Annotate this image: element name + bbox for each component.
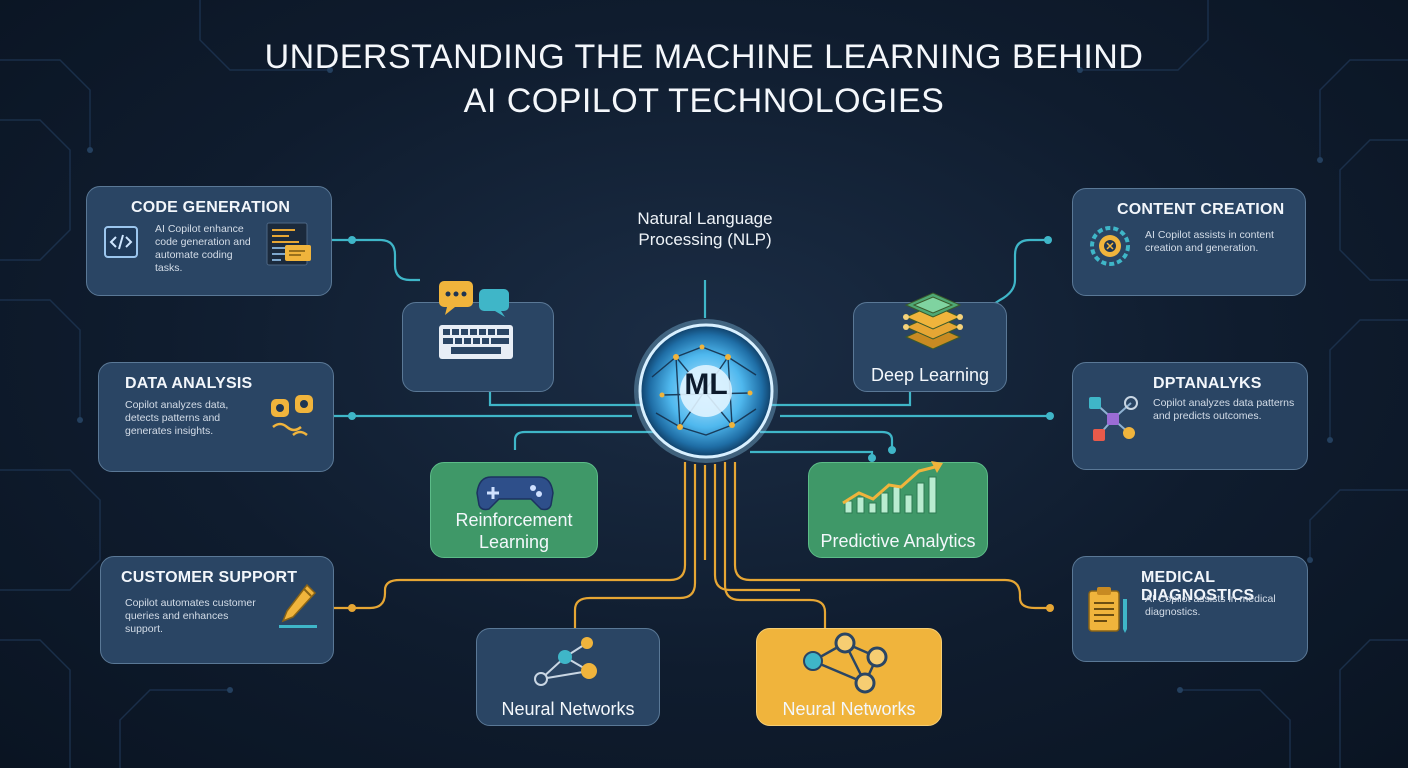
card-description: AI Copilot assists in medical diagnostic… <box>1145 593 1276 618</box>
card-title: DPTANALYKS <box>1153 375 1262 392</box>
node-predictive-analytics[interactable]: Predictive Analytics <box>808 461 988 558</box>
neural-graph-icon <box>534 637 597 686</box>
node-neural-networks-yellow[interactable]: Neural Networks <box>756 628 942 726</box>
card-title: MEDICAL DIAGNOSTICS <box>1141 569 1255 604</box>
node-label: Predictive Analytics <box>820 531 976 551</box>
link-neural-yellow <box>723 462 827 628</box>
title-line-1: UNDERSTANDING THE MACHINE LEARNING BEHIN… <box>264 38 1144 76</box>
node-deep-learning[interactable]: Deep Learning <box>853 292 1007 392</box>
node-label: Deep Learning <box>870 365 990 385</box>
title-line-2: AI COPILOT TECHNOLOGIES <box>463 82 945 120</box>
node-label: Reinforcement Learning <box>455 510 573 552</box>
chat-keyboard-icon <box>439 281 513 359</box>
card-title: CONTENT CREATION <box>1117 201 1285 218</box>
card-content-creation[interactable]: CONTENT CREATION AI Copilot assists in c… <box>1072 188 1306 296</box>
card-analytics[interactable]: DPTANALYKS Copilot analyzes data pattern… <box>1072 362 1308 470</box>
card-medical-diagnostics[interactable]: MEDICAL DIAGNOSTICS AI Copilot assists i… <box>1072 556 1308 662</box>
link-content-creation <box>984 238 1050 311</box>
card-title: DATA ANALYSIS <box>125 375 253 392</box>
card-description: Copilot analyzes data patterns and predi… <box>1153 397 1295 422</box>
clipboard-icon <box>1088 587 1127 633</box>
link-customer-support <box>332 462 687 610</box>
gear-brain-icon <box>1090 226 1130 266</box>
nlp-label: Natural Language Processing (NLP) <box>637 209 773 249</box>
card-data-analysis[interactable]: DATA ANALYSIS Copilot analyzes data, det… <box>98 362 334 472</box>
node-label: Neural Networks <box>501 699 635 719</box>
link-code-generation <box>332 238 420 282</box>
node-reinforcement-learning[interactable]: Reinforcement Learning <box>430 462 598 558</box>
code-editor-icon <box>104 226 138 258</box>
growth-chart-icon <box>842 461 943 514</box>
ml-core-label: ML <box>684 368 728 401</box>
neural-graph-icon <box>803 632 888 694</box>
card-title: CUSTOMER SUPPORT <box>121 569 298 586</box>
ml-core-sphere[interactable] <box>632 317 780 465</box>
pen-icon <box>279 583 317 628</box>
link-deep-learning <box>762 392 912 407</box>
card-customer-support[interactable]: CUSTOMER SUPPORT Copilot automates custo… <box>100 556 334 664</box>
layer-stack-icon <box>903 292 963 350</box>
node-label: Neural Networks <box>782 699 916 719</box>
node-nlp-chat[interactable] <box>402 281 554 392</box>
card-description: Copilot automates customer queries and e… <box>125 597 256 635</box>
card-code-generation[interactable]: CODE GENERATION AI Copilot enhance code … <box>86 186 332 296</box>
code-window-icon <box>266 222 311 266</box>
link-neural-blue <box>573 464 697 628</box>
link-core-2 <box>713 464 800 592</box>
link-reinforcement <box>513 430 655 450</box>
link-predictive <box>760 430 894 450</box>
link-nlp-node <box>488 392 650 407</box>
link-medical <box>733 462 1052 610</box>
card-description: Copilot analyzes data, detects patterns … <box>125 399 229 437</box>
network-graph-icon <box>1089 396 1138 441</box>
node-neural-networks-blue[interactable]: Neural Networks <box>476 628 660 726</box>
card-title: CODE GENERATION <box>131 199 291 216</box>
card-description: AI Copilot enhance code generation and a… <box>155 223 251 274</box>
gamepad-icon <box>476 476 554 511</box>
data-chart-icon <box>271 395 313 436</box>
card-description: AI Copilot assists in content creation a… <box>1145 229 1274 254</box>
